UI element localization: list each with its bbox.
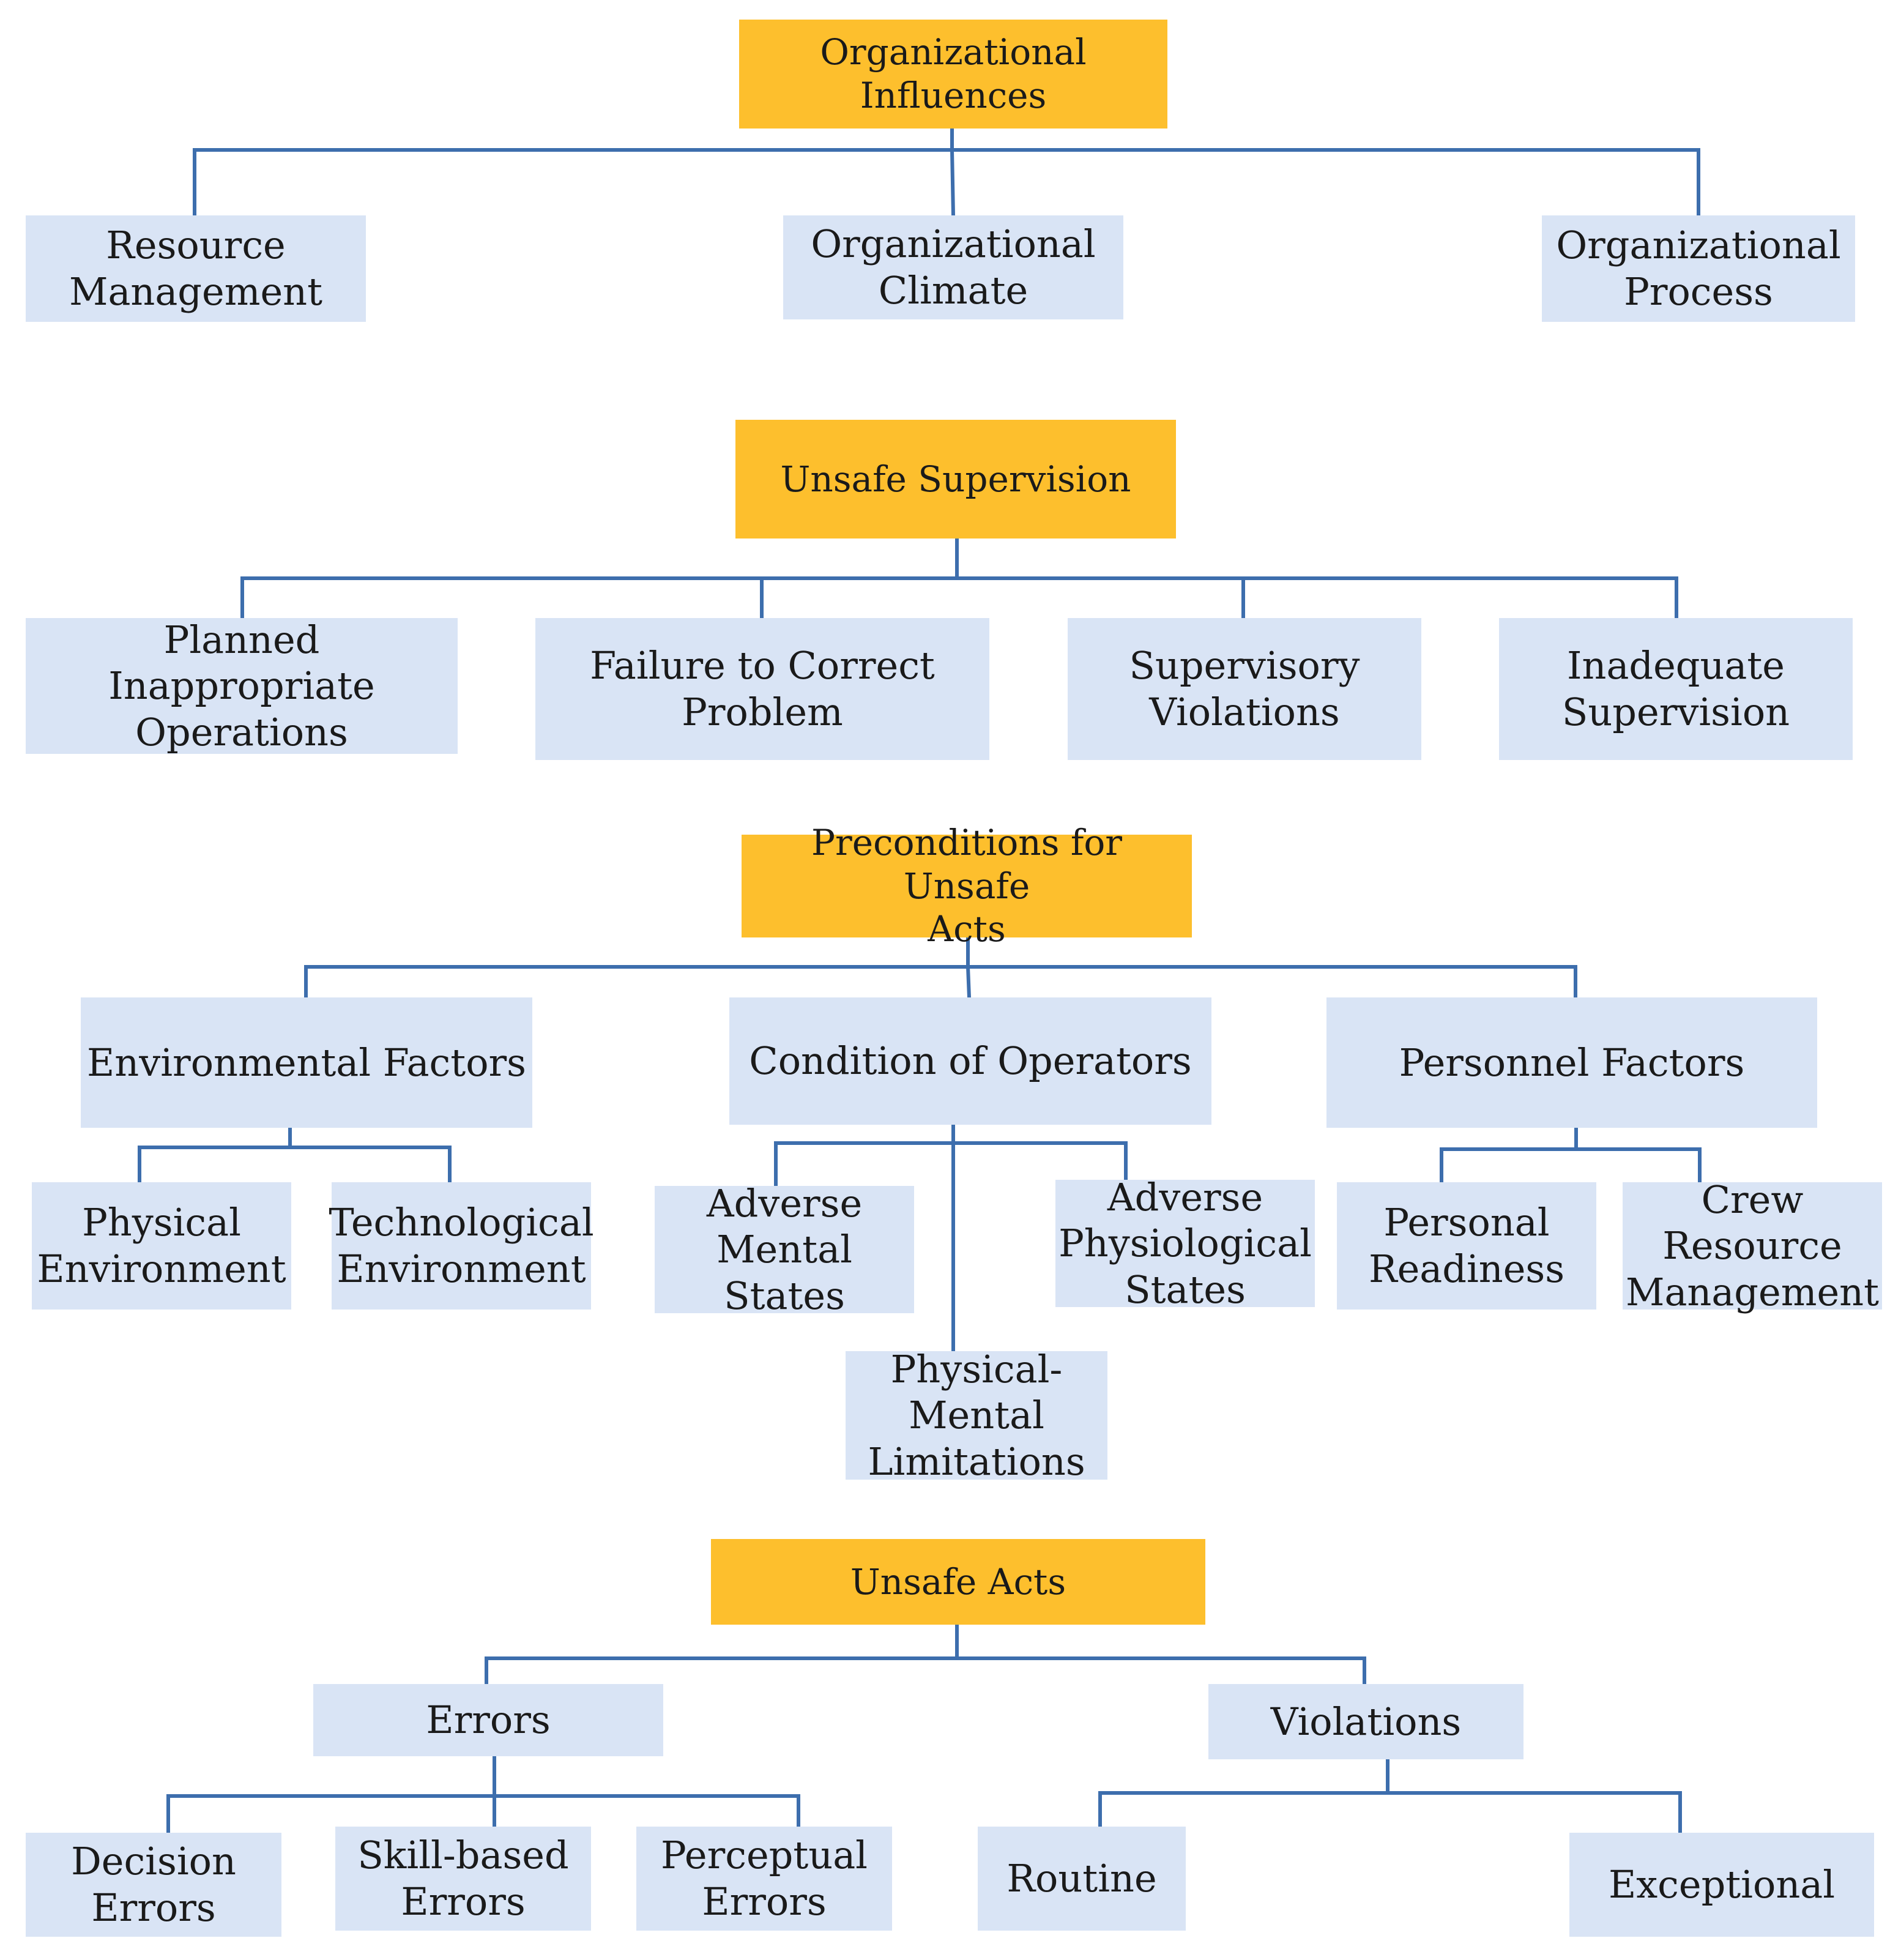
node-inadequate-supervision: Inadequate Supervision bbox=[1499, 618, 1853, 760]
node-skill-based-errors: Skill-based Errors bbox=[335, 1827, 591, 1931]
level-header-unsafe-acts: Unsafe Acts bbox=[711, 1539, 1205, 1625]
level-header-unsafe-supervision: Unsafe Supervision bbox=[735, 420, 1176, 538]
node-decision-errors: Decision Errors bbox=[26, 1833, 281, 1937]
node-adverse-mental-states: Adverse Mental States bbox=[655, 1181, 914, 1318]
node-organizational-climate: Organizational Climate bbox=[783, 215, 1123, 319]
node-routine: Routine bbox=[978, 1827, 1186, 1931]
node-technological-environment: Technological Environment bbox=[329, 1182, 594, 1310]
node-violations: Violations bbox=[1208, 1684, 1523, 1759]
node-planned-inappropriate-operations: Planned Inappropriate Operations bbox=[26, 617, 458, 755]
node-errors: Errors bbox=[313, 1684, 663, 1756]
node-resource-management: Resource Management bbox=[26, 215, 366, 322]
node-supervisory-violations: Supervisory Violations bbox=[1068, 618, 1421, 760]
connector bbox=[965, 964, 972, 1000]
node-adverse-physiological-states: Adverse Physiological States bbox=[1055, 1175, 1315, 1312]
node-exceptional: Exceptional bbox=[1569, 1833, 1874, 1937]
level-header-organizational-influences: Organizational Influences bbox=[739, 20, 1167, 129]
node-organizational-process: Organizational Process bbox=[1542, 215, 1855, 322]
level-header-preconditions-for-unsafe-acts: Preconditions for Unsafe Acts bbox=[742, 822, 1192, 950]
node-physical-environment: Physical Environment bbox=[32, 1182, 291, 1310]
node-personal-readiness: Personal Readiness bbox=[1337, 1182, 1596, 1310]
node-failure-to-correct-problem: Failure to Correct Problem bbox=[535, 618, 989, 760]
node-condition-of-operators: Condition of Operators bbox=[729, 997, 1211, 1125]
node-crew-resource-management: Crew Resource Management bbox=[1623, 1177, 1882, 1314]
node-environmental-factors: Environmental Factors bbox=[81, 997, 532, 1128]
node-physical-mental-limitations: Physical- Mental Limitations bbox=[846, 1347, 1107, 1484]
node-personnel-factors: Personnel Factors bbox=[1326, 997, 1817, 1128]
node-perceptual-errors: Perceptual Errors bbox=[636, 1827, 892, 1931]
connector bbox=[950, 147, 956, 218]
